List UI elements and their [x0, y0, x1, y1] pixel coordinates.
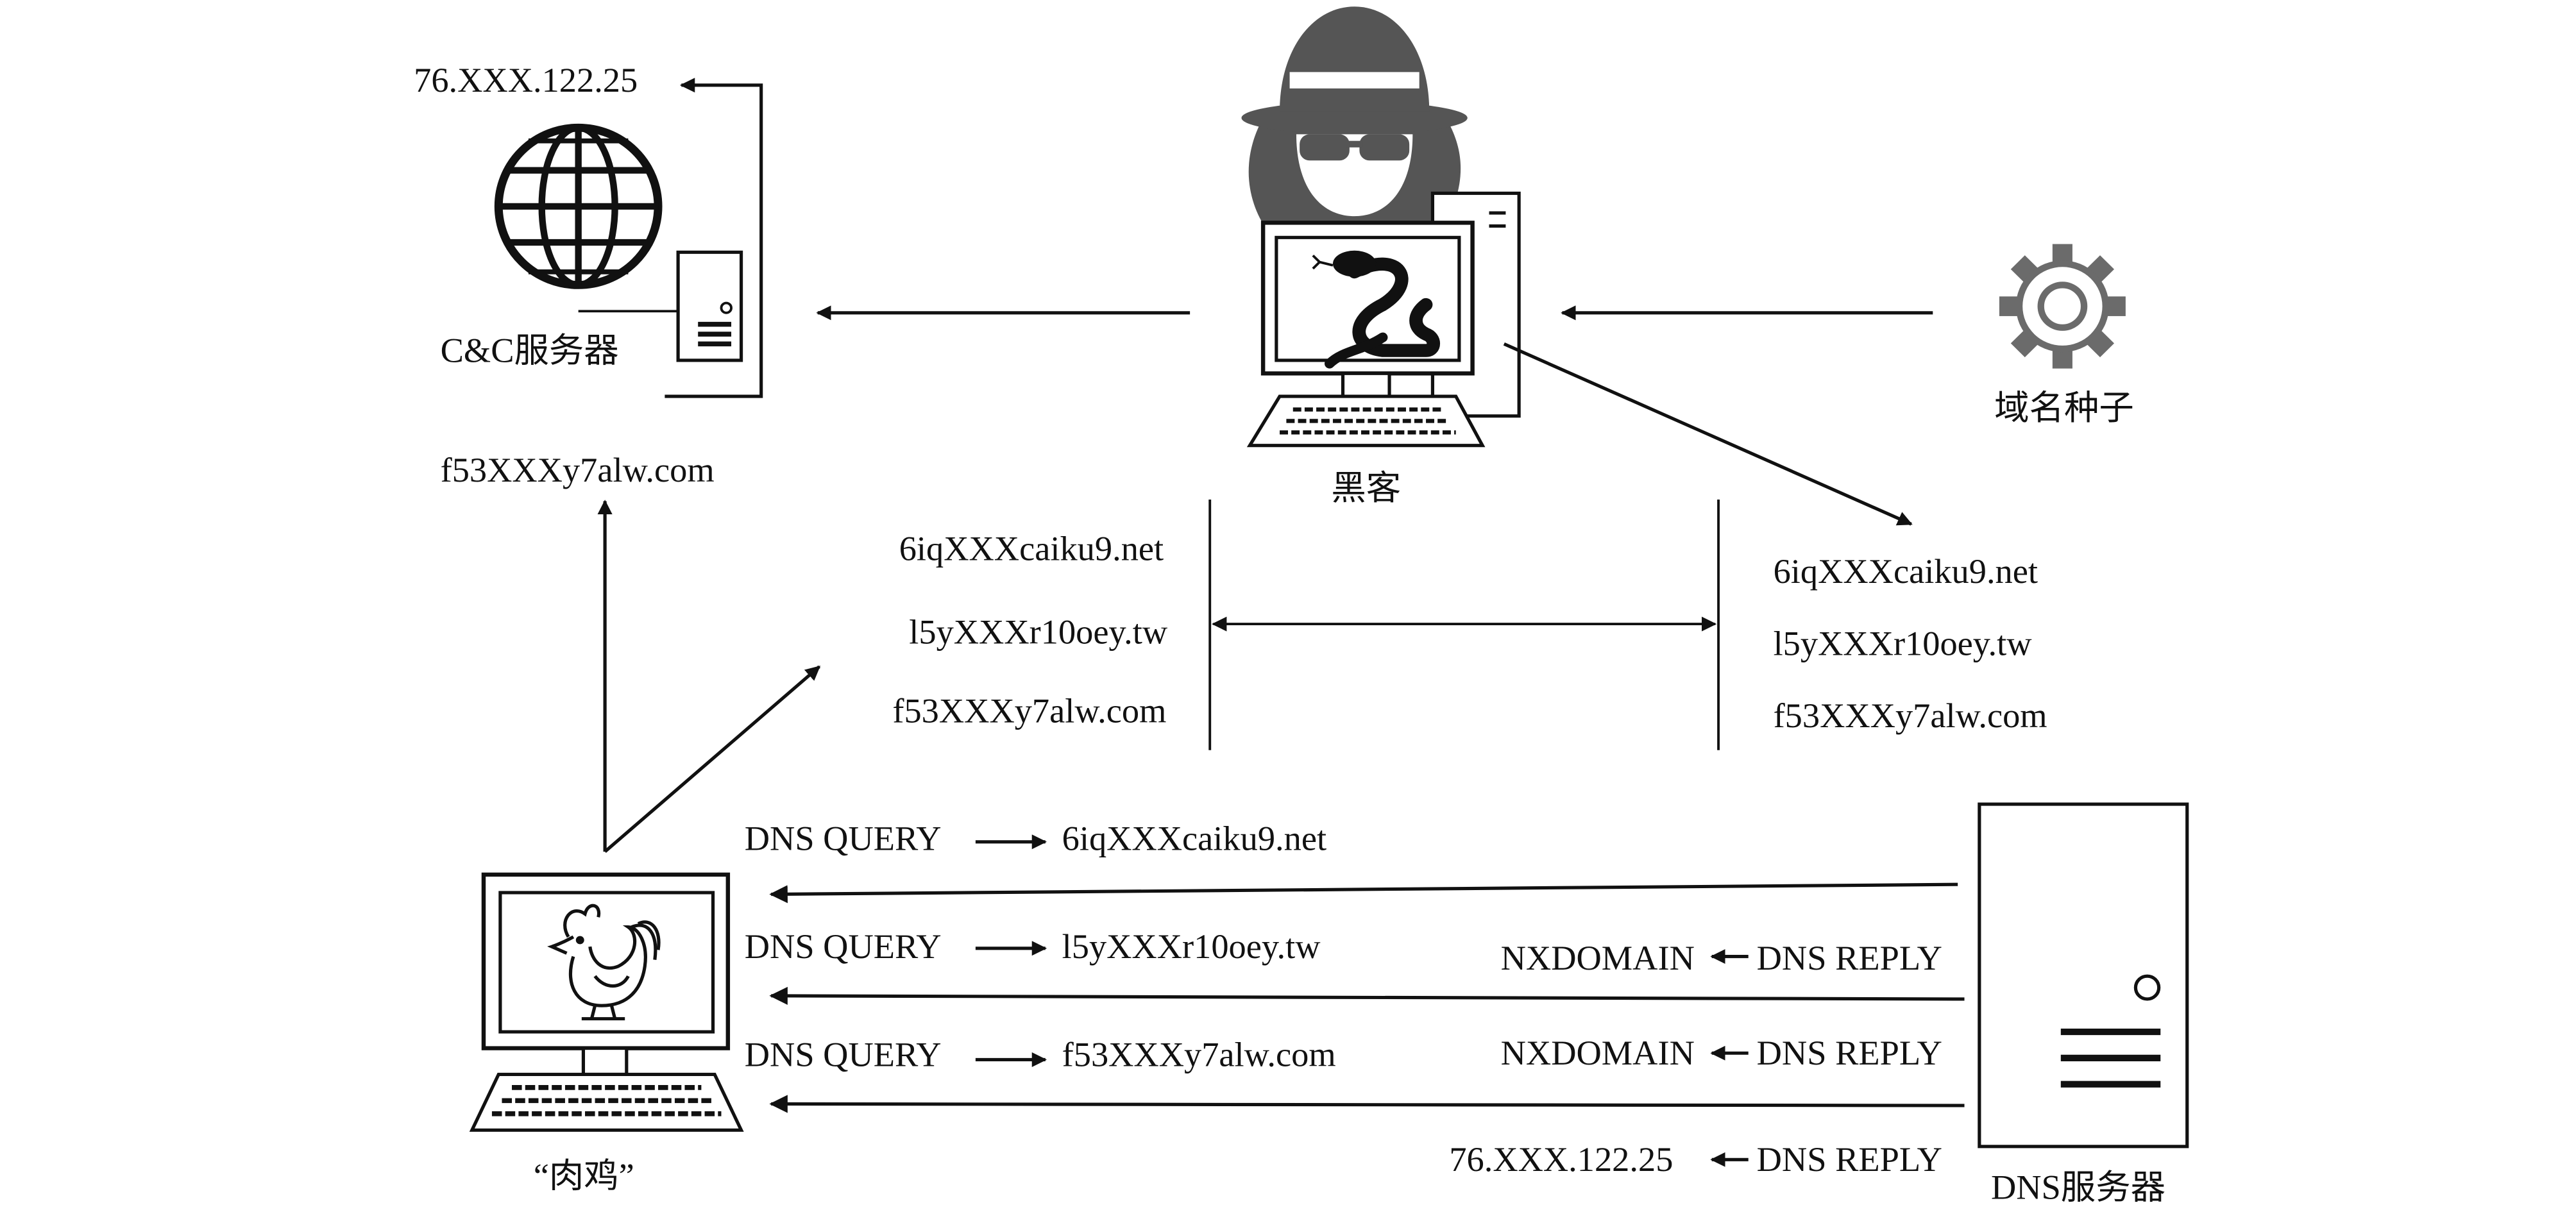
- query-1-domain: 6iqXXXcaiku9.net: [1062, 820, 1326, 858]
- zombie-monitor-icon: [469, 872, 744, 1132]
- domain-left-2: l5yXXXr10oey.tw: [909, 613, 1167, 652]
- query-3-label: DNS QUERY: [745, 1036, 942, 1074]
- dns-reply-2: NXDOMAIN DNS REPLY: [1501, 1034, 1942, 1072]
- domain-right-2: l5yXXXr10oey.tw: [1774, 625, 2032, 663]
- cc-server-group: 76.XXX.122.25 C&C服务器 f53XXXy7alw.com: [414, 61, 763, 489]
- query-2-label: DNS QUERY: [745, 927, 942, 966]
- domain-seed-group: 域名种子: [1994, 244, 2134, 427]
- cc-ip-bracket-arrow: [665, 78, 763, 398]
- reply-arrow-3: [769, 1095, 1965, 1113]
- dns-server-group: DNS服务器: [1978, 802, 2189, 1207]
- rooster-icon: [547, 904, 661, 1021]
- domain-list-right: 6iqXXXcaiku9.net l5yXXXr10oey.tw f53XXXy…: [1774, 553, 2047, 735]
- query-2-domain: l5yXXXr10oey.tw: [1062, 927, 1321, 966]
- cc-server-label: C&C服务器: [441, 332, 619, 370]
- reply-2-label: DNS REPLY: [1757, 1034, 1942, 1072]
- server-tower-icon: [676, 250, 743, 362]
- domain-list-left: 6iqXXXcaiku9.net l5yXXXr10oey.tw f53XXXy…: [892, 530, 1167, 730]
- globe-icon: [494, 123, 663, 289]
- zombie-label: “肉鸡”: [534, 1157, 634, 1195]
- snake-icon: [1312, 250, 1440, 369]
- reply-arrow-2: [769, 986, 1965, 1005]
- reply-1-result: NXDOMAIN: [1501, 939, 1695, 977]
- domain-left-1: 6iqXXXcaiku9.net: [899, 530, 1164, 568]
- dns-server-label: DNS服务器: [1991, 1168, 2165, 1207]
- reply-1-label: DNS REPLY: [1757, 939, 1942, 977]
- cc-server-ip: 76.XXX.122.25: [414, 61, 638, 99]
- dns-query-2: DNS QUERY l5yXXXr10oey.tw: [745, 927, 1321, 966]
- domain-right-1: 6iqXXXcaiku9.net: [1774, 553, 2038, 591]
- hacker-figure-icon: [1241, 6, 1468, 230]
- dns-query-1: DNS QUERY 6iqXXXcaiku9.net: [745, 820, 1326, 858]
- hacker-label: 黑客: [1331, 469, 1401, 507]
- domain-right-3: f53XXXy7alw.com: [1774, 696, 2047, 735]
- query-3-domain: f53XXXy7alw.com: [1062, 1036, 1336, 1074]
- query-1-label: DNS QUERY: [745, 820, 942, 858]
- gear-icon: [1999, 244, 2126, 369]
- cc-domain-label: f53XXXy7alw.com: [441, 451, 715, 489]
- reply-arrow-1: [769, 882, 1958, 904]
- domain-left-3: f53XXXy7alw.com: [892, 692, 1166, 730]
- seed-label: 域名种子: [1994, 389, 2134, 427]
- dns-query-3: DNS QUERY f53XXXy7alw.com: [745, 1036, 1336, 1074]
- hacker-group: 黑客: [1241, 6, 1521, 507]
- arrow-hacker-to-domains: [1503, 342, 1913, 526]
- dns-reply-1: NXDOMAIN DNS REPLY: [1501, 939, 1942, 977]
- zombie-group: “肉鸡”: [469, 872, 744, 1195]
- reply-3-result: 76.XXX.122.25: [1449, 1140, 1673, 1179]
- reply-3-label: DNS REPLY: [1757, 1140, 1942, 1179]
- reply-2-result: NXDOMAIN: [1501, 1034, 1695, 1072]
- arrow-zombie-to-domains: [604, 665, 821, 854]
- dns-server-tower-icon: [1978, 802, 2189, 1149]
- dns-reply-3: 76.XXX.122.25 DNS REPLY: [1449, 1140, 1942, 1179]
